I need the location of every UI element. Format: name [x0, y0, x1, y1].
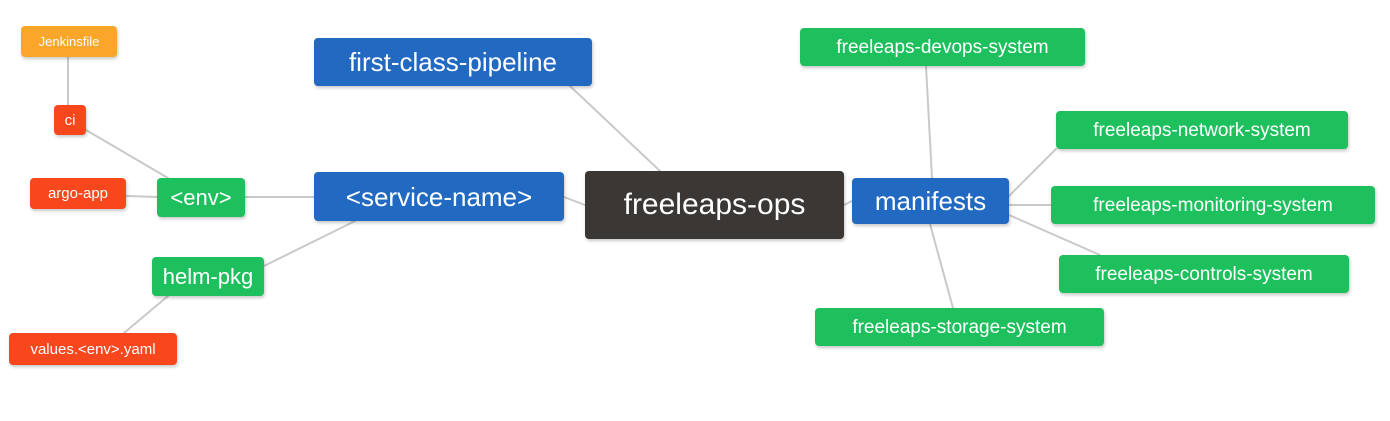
node-root[interactable]: freeleaps-ops — [585, 171, 844, 239]
node-helm-pkg[interactable]: helm-pkg — [152, 257, 264, 296]
node-devops-system[interactable]: freeleaps-devops-system — [800, 28, 1085, 66]
node-label-root: freeleaps-ops — [623, 188, 806, 221]
node-label-env: <env> — [170, 184, 232, 210]
edge-root-service-name — [563, 196, 586, 206]
node-label-devops-system: freeleaps-devops-system — [836, 36, 1049, 58]
node-label-argo-app: argo-app — [47, 185, 109, 202]
node-label-service-name: <service-name> — [345, 181, 533, 212]
node-label-manifests: manifests — [874, 186, 987, 216]
node-argo-app[interactable]: argo-app — [30, 178, 126, 209]
edge-service-helm — [263, 220, 356, 267]
node-controls-system[interactable]: freeleaps-controls-system — [1059, 255, 1349, 293]
node-first-class-pipeline[interactable]: first-class-pipeline — [314, 38, 592, 86]
node-service-name[interactable]: <service-name> — [314, 172, 564, 221]
node-env[interactable]: <env> — [157, 178, 245, 217]
node-label-jenkinsfile: Jenkinsfile — [38, 34, 100, 49]
edge-env-ci — [85, 129, 169, 179]
edge-env-argo — [125, 195, 158, 198]
node-ci[interactable]: ci — [54, 105, 86, 135]
edge-manifests-devops — [925, 65, 933, 179]
node-label-first-class-pipeline: first-class-pipeline — [348, 47, 558, 77]
node-network-system[interactable]: freeleaps-network-system — [1056, 111, 1348, 149]
node-label-helm-pkg: helm-pkg — [162, 263, 254, 289]
node-jenkinsfile[interactable]: Jenkinsfile — [21, 26, 117, 57]
node-storage-system[interactable]: freeleaps-storage-system — [815, 308, 1104, 346]
node-label-network-system: freeleaps-network-system — [1093, 119, 1311, 141]
edge-helm-values — [123, 295, 169, 334]
node-label-ci: ci — [64, 111, 76, 129]
edge-manifests-storage — [929, 223, 954, 309]
edge-root-pipeline — [569, 85, 661, 172]
node-label-values-yaml: values.<env>.yaml — [30, 340, 156, 358]
edge-manifests-network — [1008, 148, 1057, 197]
node-label-controls-system: freeleaps-controls-system — [1095, 263, 1313, 285]
node-monitoring-system[interactable]: freeleaps-monitoring-system — [1051, 186, 1375, 224]
edge-root-manifests — [843, 200, 853, 206]
node-label-monitoring-system: freeleaps-monitoring-system — [1093, 194, 1333, 216]
node-label-storage-system: freeleaps-storage-system — [852, 316, 1067, 338]
node-manifests[interactable]: manifests — [852, 178, 1009, 224]
node-values-yaml[interactable]: values.<env>.yaml — [9, 333, 177, 365]
